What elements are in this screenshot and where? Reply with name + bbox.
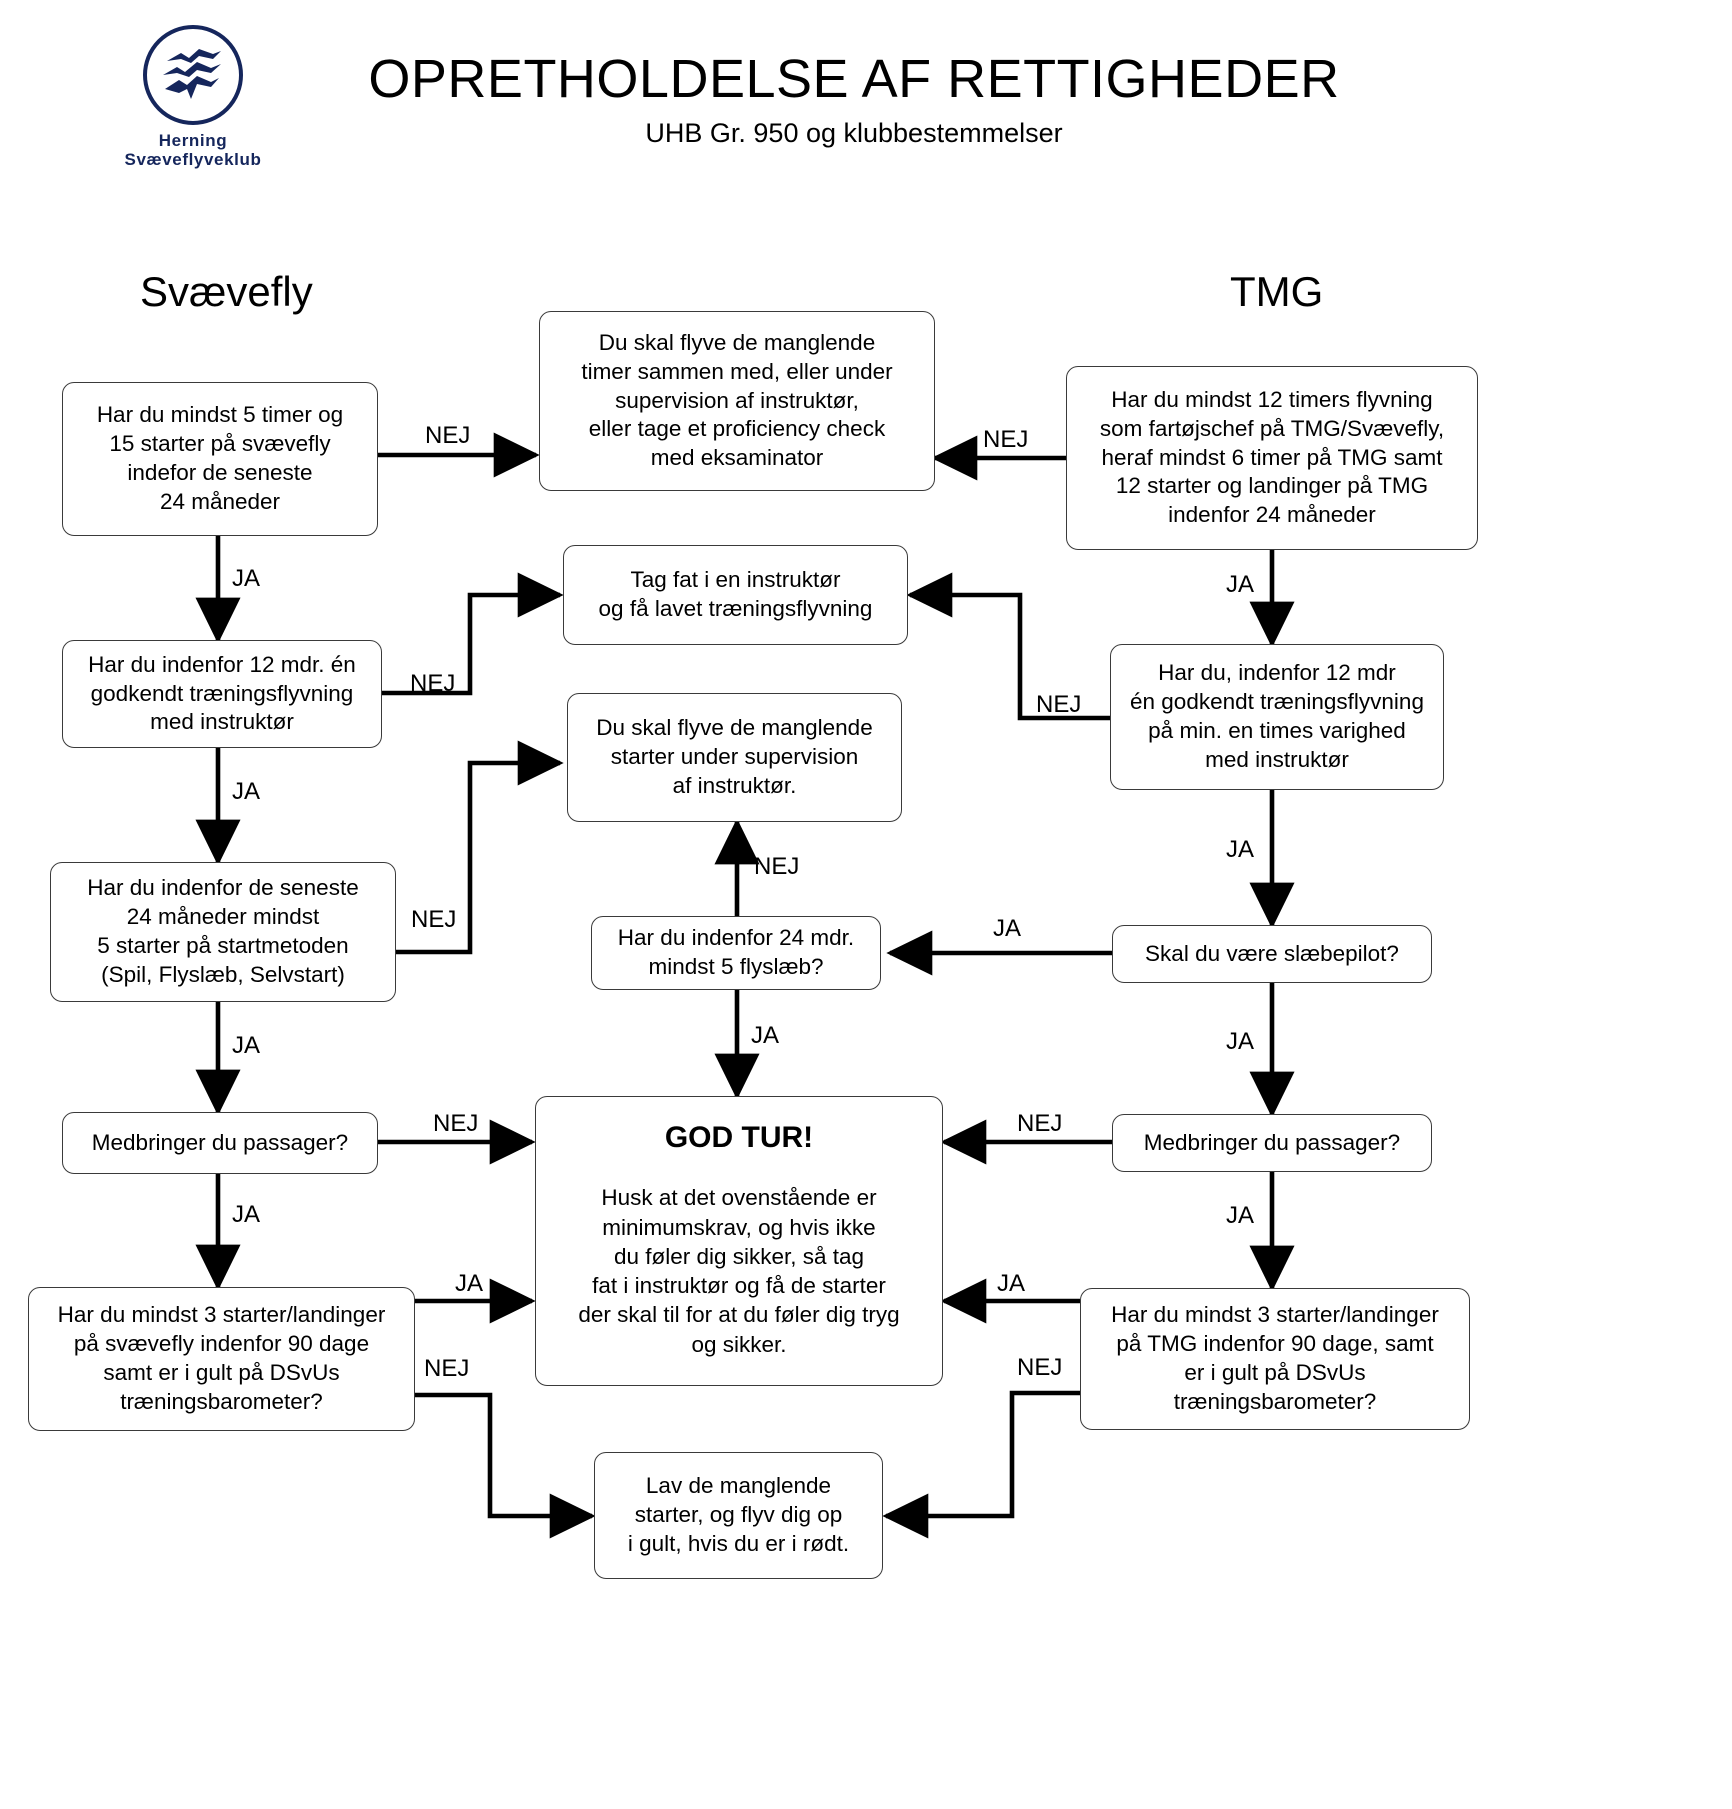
edge-label-left4-nej: NEJ	[433, 1110, 479, 1137]
column-heading-tmg: TMG	[1230, 268, 1324, 315]
node-right-3[interactable]: Skal du være slæbepilot?	[1112, 925, 1432, 983]
node-left-1-label: Har du mindst 5 timer og 15 starter på s…	[96, 402, 344, 514]
node-right-4-label: Medbringer du passager?	[1143, 1129, 1401, 1155]
node-left-2[interactable]: Har du indenfor 12 mdr. én godkendt træn…	[62, 640, 382, 748]
node-left-3-label: Har du indenfor de seneste 24 måneder mi…	[87, 875, 359, 987]
edge-label-left1-ja: JA	[232, 565, 261, 592]
edge-label-right4-ja: JA	[1226, 1202, 1255, 1229]
node-center-2-label: Tag fat i en instruktør og få lavet træn…	[598, 567, 873, 621]
edge-label-left2-nej: NEJ	[410, 670, 456, 697]
node-right-1-label: Har du mindst 12 timers flyvning som far…	[1099, 387, 1445, 528]
god-tur-title: GOD TUR!	[664, 1121, 814, 1154]
edge-label-center4-nej: NEJ	[754, 853, 800, 880]
node-right-5[interactable]: Har du mindst 3 starter/landinger på TMG…	[1080, 1288, 1470, 1430]
node-center-3-label: Du skal flyve de manglende starter under…	[596, 715, 873, 798]
edge-label-left3-nej: NEJ	[411, 906, 457, 933]
node-left-5-label: Har du mindst 3 starter/landinger på svæ…	[57, 1302, 386, 1414]
node-right-1[interactable]: Har du mindst 12 timers flyvning som far…	[1066, 366, 1478, 550]
column-heading-svaevefly: Svævefly	[140, 268, 313, 315]
edge-label-right3-ja-down: JA	[1226, 1028, 1255, 1055]
club-logo: Herning Svæveflyveklub	[88, 25, 298, 169]
node-right-3-label: Skal du være slæbepilot?	[1145, 940, 1399, 966]
node-center-4-label: Har du indenfor 24 mdr. mindst 5 flyslæb…	[617, 925, 855, 979]
edge-label-right5-nej: NEJ	[1017, 1354, 1063, 1381]
edge-label-right5-ja: JA	[997, 1270, 1026, 1297]
node-left-2-label: Har du indenfor 12 mdr. én godkendt træn…	[88, 651, 356, 735]
edge-label-right1-nej: NEJ	[983, 426, 1029, 453]
logo-line-1: Herning	[158, 131, 228, 150]
edge-label-right4-nej: NEJ	[1017, 1110, 1063, 1137]
page-subtitle: UHB Gr. 950 og klubbestemmelser	[645, 118, 1063, 148]
god-tur-body: Husk at det ovenstående er minimumskrav,…	[578, 1185, 900, 1357]
edge-label-left3-ja: JA	[232, 1032, 261, 1059]
edge-label-right2-ja: JA	[1226, 836, 1255, 863]
node-right-2-label: Har du, indenfor 12 mdr én godkendt træn…	[1130, 660, 1424, 772]
node-center-1-label: Du skal flyve de manglende timer sammen …	[581, 330, 893, 471]
node-center-2[interactable]: Tag fat i en instruktør og få lavet træn…	[563, 545, 908, 645]
node-left-3[interactable]: Har du indenfor de seneste 24 måneder mi…	[50, 862, 396, 1002]
edge-label-left2-ja: JA	[232, 778, 261, 805]
node-left-5[interactable]: Har du mindst 3 starter/landinger på svæ…	[28, 1287, 415, 1431]
node-center-4[interactable]: Har du indenfor 24 mdr. mindst 5 flyslæb…	[591, 916, 881, 990]
edge-label-center4-ja: JA	[751, 1022, 780, 1049]
node-right-4[interactable]: Medbringer du passager?	[1112, 1114, 1432, 1172]
node-left-4[interactable]: Medbringer du passager?	[62, 1112, 378, 1174]
node-right-2[interactable]: Har du, indenfor 12 mdr én godkendt træn…	[1110, 644, 1444, 790]
edge-label-right3-ja-left: JA	[993, 915, 1022, 942]
three-gulls-icon	[143, 25, 243, 125]
edge-label-left5-nej: NEJ	[424, 1355, 470, 1382]
node-left-4-label: Medbringer du passager?	[91, 1129, 349, 1155]
node-center-1[interactable]: Du skal flyve de manglende timer sammen …	[539, 311, 935, 491]
node-left-1[interactable]: Har du mindst 5 timer og 15 starter på s…	[62, 382, 378, 536]
node-center-3[interactable]: Du skal flyve de manglende starter under…	[567, 693, 902, 822]
edge-label-right2-nej: NEJ	[1036, 691, 1082, 718]
edge-label-left4-ja: JA	[232, 1201, 261, 1228]
node-center-6[interactable]: Lav de manglende starter, og flyv dig op…	[594, 1452, 883, 1579]
node-center-6-label: Lav de manglende starter, og flyv dig op…	[627, 1473, 850, 1556]
node-god-tur[interactable]: GOD TUR! Husk at det ovenstående er mini…	[535, 1096, 943, 1386]
logo-line-2: Svæveflyveklub	[124, 150, 262, 170]
edge-label-left1-nej: NEJ	[425, 422, 471, 449]
page-title: OPRETHOLDELSE AF RETTIGHEDER	[368, 49, 1340, 109]
logo-text: Herning Svæveflyveklub	[88, 131, 298, 169]
edge-label-left5-ja: JA	[455, 1270, 484, 1297]
node-right-5-label: Har du mindst 3 starter/landinger på TMG…	[1111, 1302, 1439, 1414]
edge-label-right1-ja: JA	[1226, 571, 1255, 598]
